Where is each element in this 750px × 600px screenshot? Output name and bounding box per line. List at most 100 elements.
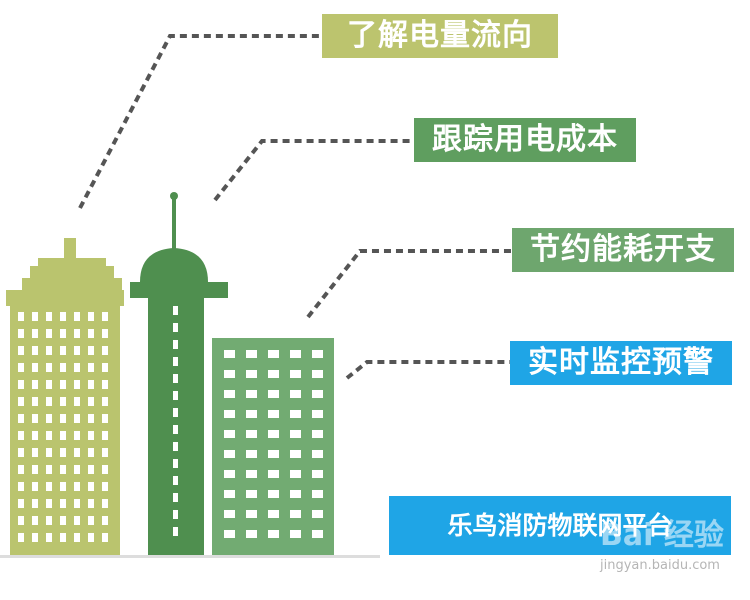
- window: [32, 329, 38, 338]
- leader-line-4: [345, 360, 510, 380]
- window: [173, 357, 178, 366]
- window: [46, 516, 52, 525]
- window: [173, 476, 178, 485]
- window: [88, 397, 94, 406]
- window: [74, 465, 80, 474]
- window: [60, 346, 66, 355]
- label-power-flow: 了解电量流向: [322, 14, 558, 58]
- window: [60, 533, 66, 542]
- window: [46, 499, 52, 508]
- window: [32, 533, 38, 542]
- window: [290, 530, 301, 538]
- window: [290, 430, 301, 438]
- block-building-windows: [224, 350, 323, 538]
- window: [46, 533, 52, 542]
- window: [18, 414, 24, 423]
- window: [224, 390, 235, 398]
- window: [32, 482, 38, 491]
- domed-tower-windows: [173, 306, 178, 536]
- window: [32, 465, 38, 474]
- window: [88, 414, 94, 423]
- window: [173, 408, 178, 417]
- window: [268, 370, 279, 378]
- window: [18, 516, 24, 525]
- olive-tower-windows: [18, 312, 108, 542]
- window: [60, 482, 66, 491]
- window: [46, 414, 52, 423]
- baidu-watermark: Bai 经验 jingyan.baidu.com: [600, 510, 740, 580]
- window: [74, 380, 80, 389]
- window: [268, 430, 279, 438]
- window: [290, 370, 301, 378]
- window: [312, 530, 323, 538]
- window: [46, 397, 52, 406]
- window: [60, 465, 66, 474]
- window: [88, 431, 94, 440]
- window: [32, 516, 38, 525]
- window: [18, 533, 24, 542]
- window: [102, 380, 108, 389]
- window: [18, 431, 24, 440]
- window: [173, 442, 178, 451]
- window: [173, 425, 178, 434]
- window: [74, 482, 80, 491]
- window: [88, 533, 94, 542]
- window: [60, 397, 66, 406]
- window: [32, 397, 38, 406]
- window: [88, 312, 94, 321]
- window: [60, 329, 66, 338]
- window: [102, 397, 108, 406]
- label-energy-saving: 节约能耗开支: [512, 228, 734, 272]
- window: [102, 533, 108, 542]
- window: [102, 465, 108, 474]
- window: [312, 370, 323, 378]
- window: [88, 380, 94, 389]
- window: [173, 527, 178, 536]
- window: [268, 350, 279, 358]
- window: [224, 450, 235, 458]
- window: [32, 380, 38, 389]
- window: [268, 510, 279, 518]
- window: [290, 350, 301, 358]
- window: [290, 490, 301, 498]
- window: [312, 410, 323, 418]
- window: [246, 510, 257, 518]
- window: [224, 490, 235, 498]
- window: [88, 448, 94, 457]
- window: [60, 431, 66, 440]
- window: [74, 363, 80, 372]
- window: [32, 363, 38, 372]
- window: [46, 363, 52, 372]
- window: [102, 363, 108, 372]
- window: [46, 380, 52, 389]
- label-cost-tracking: 跟踪用电成本: [414, 118, 636, 162]
- window: [173, 391, 178, 400]
- window: [74, 448, 80, 457]
- window: [46, 465, 52, 474]
- window: [46, 312, 52, 321]
- leader-line-1: [78, 34, 322, 209]
- window: [312, 510, 323, 518]
- window: [173, 374, 178, 383]
- window: [224, 350, 235, 358]
- leader-line-2: [213, 139, 414, 202]
- window: [18, 397, 24, 406]
- window: [173, 306, 178, 315]
- window: [312, 430, 323, 438]
- window: [18, 499, 24, 508]
- window: [173, 510, 178, 519]
- window: [74, 346, 80, 355]
- window: [74, 397, 80, 406]
- window: [173, 340, 178, 349]
- window: [88, 363, 94, 372]
- window: [268, 410, 279, 418]
- window: [88, 329, 94, 338]
- window: [224, 430, 235, 438]
- window: [60, 363, 66, 372]
- window: [74, 329, 80, 338]
- label-realtime-alert: 实时监控预警: [510, 341, 732, 385]
- window: [88, 499, 94, 508]
- window: [290, 470, 301, 478]
- window: [32, 414, 38, 423]
